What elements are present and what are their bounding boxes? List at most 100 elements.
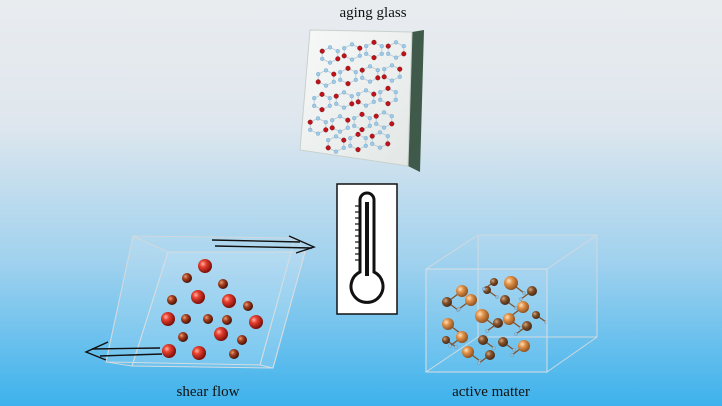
glass-node-red bbox=[375, 75, 381, 81]
glass-node-blue bbox=[367, 116, 372, 121]
active-tail-tip bbox=[448, 344, 452, 348]
active-particle-large bbox=[442, 318, 454, 330]
glass-node-blue bbox=[363, 136, 368, 141]
shear-particle-small bbox=[181, 314, 191, 324]
glass-node-red bbox=[389, 121, 395, 127]
glass-node-red bbox=[341, 137, 347, 143]
glass-node-blue bbox=[349, 94, 354, 99]
glass-node-red bbox=[369, 133, 375, 139]
active-particle-large bbox=[518, 340, 530, 352]
active-tail-tip bbox=[512, 348, 516, 352]
glass-node-blue bbox=[327, 96, 332, 101]
active-particle-small bbox=[532, 311, 540, 319]
glass-node-blue bbox=[327, 45, 333, 50]
active-particle-large bbox=[503, 313, 515, 325]
glass-node-blue bbox=[363, 143, 368, 148]
shear-particle-large bbox=[222, 294, 236, 308]
glass-node-blue bbox=[327, 60, 333, 65]
glass-node-blue bbox=[374, 121, 379, 126]
glass-node-blue bbox=[378, 90, 383, 95]
glass-node-blue bbox=[386, 51, 391, 56]
glass-node-blue bbox=[363, 103, 369, 108]
glass-node-blue bbox=[393, 40, 399, 45]
glass-node-red bbox=[341, 53, 347, 59]
glass-node-blue bbox=[356, 92, 361, 97]
glass-node-red bbox=[359, 127, 365, 133]
active-matter-cube bbox=[425, 234, 598, 373]
glass-node-blue bbox=[323, 83, 329, 88]
active-particles bbox=[442, 276, 548, 365]
shear-particle-small bbox=[229, 349, 239, 359]
glass-node-blue bbox=[389, 78, 395, 83]
active-tail-tip bbox=[510, 353, 514, 357]
glass-node-blue bbox=[323, 68, 329, 73]
glass-node-red bbox=[355, 131, 361, 137]
active-tail-tip bbox=[482, 287, 486, 291]
glass-node-blue bbox=[377, 145, 383, 150]
glass-node-blue bbox=[381, 125, 387, 130]
thermometer-column bbox=[365, 202, 369, 276]
glass-node-blue bbox=[337, 114, 343, 119]
glass-node-blue bbox=[337, 129, 343, 134]
glass-node-blue bbox=[334, 101, 339, 106]
glass-node-red bbox=[359, 111, 365, 117]
glass-node-blue bbox=[393, 90, 398, 95]
glass-node-blue bbox=[360, 75, 365, 80]
glass-node-blue bbox=[401, 44, 406, 49]
glass-node-blue bbox=[363, 88, 369, 93]
shear-arrow-left-icon bbox=[84, 341, 163, 361]
shear-particle-small bbox=[237, 335, 247, 345]
shear-flow-box bbox=[84, 235, 316, 369]
active-particle-small bbox=[500, 295, 510, 305]
active-tail-tip bbox=[485, 329, 489, 333]
glass-node-blue bbox=[349, 42, 355, 47]
active-particle-small bbox=[493, 318, 503, 328]
active-particle-large bbox=[504, 276, 518, 290]
shear-arrow-right-icon bbox=[211, 235, 316, 254]
shear-box-front bbox=[131, 251, 306, 369]
active-tail-tip bbox=[495, 295, 499, 299]
glass-node-red bbox=[385, 43, 391, 49]
shear-particle-large bbox=[192, 346, 206, 360]
glass-node-blue bbox=[381, 110, 387, 115]
glass-node-blue bbox=[357, 53, 362, 58]
glass-panel-edge bbox=[408, 30, 424, 172]
glass-node-blue bbox=[385, 134, 390, 139]
glass-node-blue bbox=[371, 99, 376, 104]
glass-node-red bbox=[385, 141, 391, 147]
label-shear-flow: shear flow bbox=[177, 384, 240, 400]
glass-node-blue bbox=[330, 118, 335, 123]
glass-node-red bbox=[385, 101, 391, 107]
glass-node-red bbox=[345, 117, 351, 123]
glass-node-red bbox=[359, 67, 365, 73]
glass-node-blue bbox=[331, 79, 336, 84]
glass-node-red bbox=[331, 71, 337, 77]
glass-node-blue bbox=[315, 131, 321, 136]
glass-node-red bbox=[319, 107, 325, 113]
glass-node-red bbox=[401, 51, 407, 57]
glass-node-blue bbox=[312, 96, 317, 101]
glass-node-blue bbox=[397, 74, 402, 79]
glass-node-blue bbox=[348, 136, 353, 141]
glass-node-red bbox=[325, 145, 331, 151]
active-particle-small bbox=[478, 335, 488, 345]
glass-node-red bbox=[355, 147, 361, 153]
active-tail-tip bbox=[457, 307, 461, 311]
glass-node-blue bbox=[352, 116, 357, 121]
glass-node-red bbox=[349, 101, 355, 107]
glass-node-blue bbox=[353, 77, 358, 82]
glass-node-red bbox=[319, 91, 325, 97]
active-particle-large bbox=[456, 331, 468, 343]
active-tail-tip bbox=[477, 361, 481, 365]
glass-node-blue bbox=[389, 114, 394, 119]
glass-node-blue bbox=[378, 97, 383, 102]
glass-node-blue bbox=[338, 70, 343, 75]
glass-node-blue bbox=[341, 105, 347, 110]
active-tail-tip bbox=[519, 297, 523, 301]
glass-node-blue bbox=[364, 44, 369, 49]
active-particle-large bbox=[517, 301, 529, 313]
glass-node-red bbox=[355, 99, 361, 105]
active-tail-tip bbox=[514, 332, 518, 336]
glass-node-red bbox=[373, 113, 379, 119]
glass-node-red bbox=[335, 56, 341, 62]
